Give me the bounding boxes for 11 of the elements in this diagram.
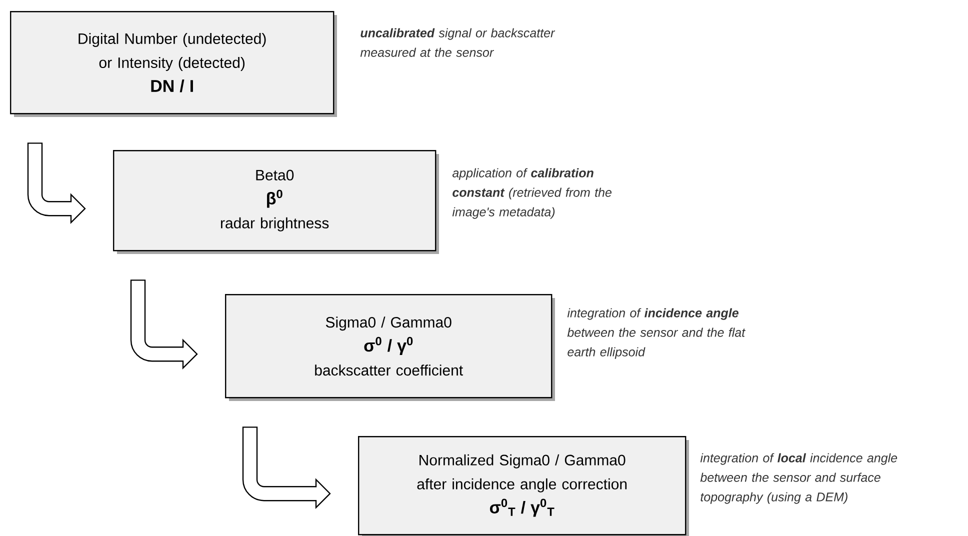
process-box: Beta0 β$^{0}$ radar brightness	[113, 150, 439, 254]
side-note: application of calibration constant (retrieved from the image's metadata)	[452, 168, 612, 219]
bent-arrow	[27, 142, 86, 224]
bent-arrow	[242, 426, 331, 508]
bent-arrow	[130, 280, 198, 369]
side-note: uncalibrated signal or backscatter measured at the sensor	[360, 28, 556, 57]
process-box: Digital Number (undetected) or Intensity (detected) DN / I	[10, 11, 337, 117]
process-box: Normalized Sigma0 / Gamma0 after incidence angle correction σ$^{0}$$_{T}$ / γ$^{0}$T	[358, 436, 689, 536]
side-note: integration of incidence angle between the sensor and the flat earth ellipsoid	[567, 308, 746, 359]
process-box: Sigma0 / Gamma0 σ$^{0}$ / γ$^{0}$ backscatter coefficient	[225, 294, 555, 401]
side-note: integration of local incidence angle between the sensor and surface topography (using a DEM)	[700, 453, 898, 504]
